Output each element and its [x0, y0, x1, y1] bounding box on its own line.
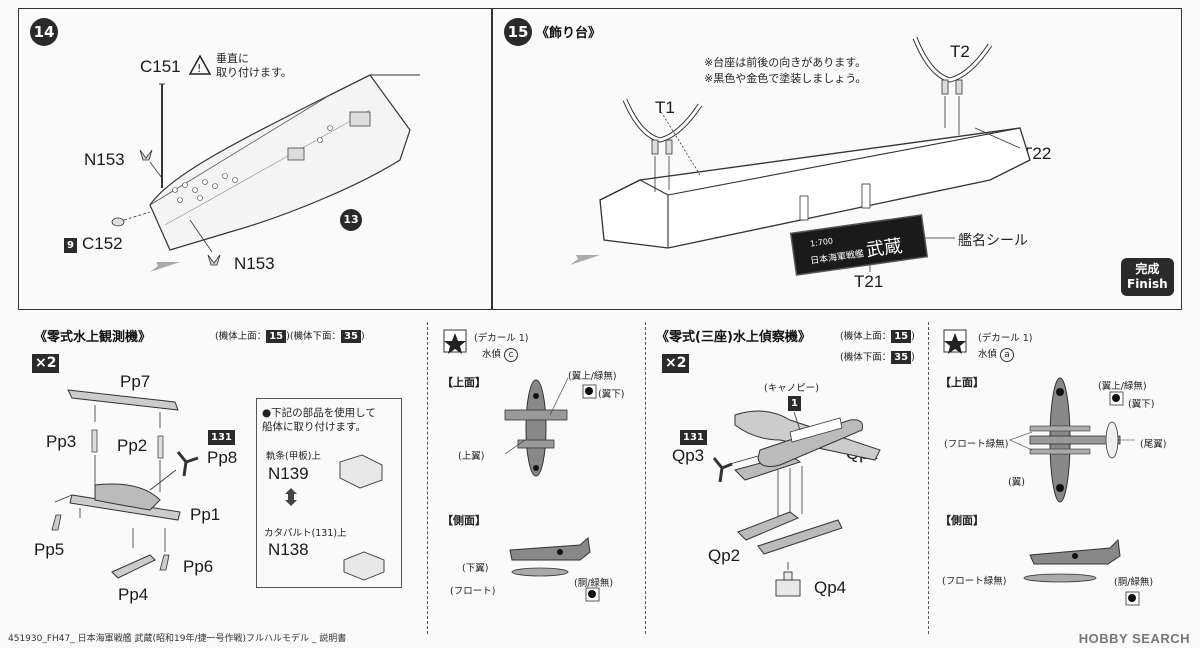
part-pp8-label: Pp8	[207, 448, 238, 467]
aircraft1-label-float: (フロート)	[450, 586, 496, 597]
color-15-badge: 15	[266, 330, 287, 343]
finish-en: Finish	[1127, 277, 1168, 291]
color-35-badge-2: 35	[891, 351, 912, 364]
part-t1-label: T1	[655, 98, 675, 117]
part-pp6-label: Pp6	[183, 557, 214, 576]
catapult-label: カタパルト(131)上	[264, 528, 347, 539]
part-t21-label: T21	[854, 272, 884, 291]
aircraft1-qty: ×2	[32, 354, 60, 373]
aircraft2-label-tail: (尾翼)	[1140, 439, 1167, 450]
divider-2	[645, 322, 646, 634]
ref-9-badge: 9	[64, 238, 77, 253]
nameplate-name: 武蔵	[864, 235, 904, 261]
step-14-panel	[18, 8, 492, 310]
aircraft1-color-ref-c: )	[360, 331, 365, 342]
aircraft1-decal-sub-text: 水偵	[482, 349, 502, 360]
aircraft1-color-ref-b: )(機体下面：	[286, 331, 342, 342]
aircraft1-label-wing-bottom: (翼下)	[598, 389, 625, 400]
part-qp1-label: Qp1	[846, 444, 879, 463]
part-t22-label: T22	[1022, 144, 1052, 163]
aircraft2-decal-header: (デカール 1)	[978, 333, 1033, 344]
divider-1	[427, 322, 428, 634]
aircraft2-color-ref-top-end: )	[911, 331, 915, 342]
aircraft2-color-ref-bottom-end: )	[911, 352, 915, 363]
aircraft1-label-upper-wing: (上翼)	[458, 451, 485, 462]
aircraft1-decal-code: c	[504, 348, 519, 362]
finish-badge: 完成 Finish	[1121, 258, 1174, 296]
aircraft1-title: 《零式水上観測機》	[34, 330, 152, 345]
aircraft1-label-lower-wing: (下翼)	[462, 563, 489, 574]
stand-note-1: ※台座は前後の向きがあります。	[704, 56, 867, 69]
part-pp3-label: Pp3	[46, 432, 77, 451]
canopy-label: (キャノピー)	[764, 383, 819, 394]
canopy-ref-badge: 1	[788, 396, 801, 411]
part-qp3-label: Qp3	[672, 446, 705, 465]
part-n153-top-label: N153	[84, 150, 125, 169]
stand-note-2: ※黒色や金色で塗装しましょう。	[704, 72, 867, 85]
part-c151-label: C151	[140, 57, 181, 76]
catapult-part: N138	[268, 540, 309, 559]
aircraft2-title: 《零式(三座)水上偵察機》	[656, 330, 811, 345]
step-15-title: 《飾り台》	[536, 26, 602, 41]
aircraft2-label-wing-top: (翼上/緑無)	[1098, 381, 1147, 392]
aircraft2-color-ref-top-label: (機体上面：	[840, 331, 892, 342]
part-pp7-label: Pp7	[120, 372, 151, 391]
ref-131-badge-2: 131	[680, 430, 707, 445]
part-n153-bottom-label: N153	[234, 254, 275, 273]
color-35-badge: 35	[341, 330, 361, 343]
aircraft2-label-wing-bottom: (翼下)	[1128, 399, 1155, 410]
ref-131-badge: 131	[208, 430, 235, 445]
aircraft1-decal-sub: 水偵 c	[482, 346, 519, 362]
c151-note: 垂直に 取り付けます。	[216, 52, 292, 79]
divider-3	[928, 322, 929, 634]
aircraft2-color-ref-top: (機体上面：15)	[840, 328, 915, 343]
nameplate-label: 艦名シール	[958, 233, 1028, 249]
part-qp4-label: Qp4	[814, 578, 847, 597]
aircraft1-label-wing-top: (翼上/緑無)	[568, 371, 617, 382]
aircraft2-qty: ×2	[662, 354, 690, 373]
step-15-panel	[492, 8, 1182, 310]
part-qp2-label: Qp2	[708, 546, 741, 565]
step-14-badge: 14	[30, 18, 58, 46]
aircraft1-top-view: 【上面】	[442, 376, 486, 389]
rail-label: 軌条(甲板)上	[266, 451, 321, 462]
aircraft2-label-float-side: (フロート緑無)	[942, 576, 1007, 587]
aircraft2-top-view: 【上面】	[940, 376, 984, 389]
part-t2-label: T2	[950, 42, 970, 61]
aircraft1-color-ref: (機体上面：15)(機体下面：35)	[215, 328, 365, 343]
aircraft2-decal-sub-text: 水偵	[978, 349, 998, 360]
aircraft2-color-ref-bottom: (機体下面：35)	[840, 349, 915, 364]
part-pp5-label: Pp5	[34, 540, 65, 559]
part-c152-label: C152	[82, 234, 123, 253]
aircraft2-label-fuselage: (胴/緑無)	[1114, 577, 1154, 588]
rail-part: N139	[268, 464, 309, 483]
ref-13-badge: 13	[340, 209, 362, 231]
aircraft1-label-fuselage: (胴/緑無)	[574, 578, 614, 589]
aircraft2-side-view: 【側面】	[940, 514, 984, 527]
aircraft2-label-wing: (翼)	[1008, 477, 1025, 488]
aircraft2-color-ref-bottom-label: (機体下面：	[840, 352, 892, 363]
part-pp2-label: Pp2	[117, 436, 148, 455]
part-pp4-label: Pp4	[118, 585, 149, 604]
aircraft1-color-ref-a: (機体上面：	[215, 331, 267, 342]
finish-jp: 完成	[1135, 262, 1160, 276]
aircraft2-decal-sub: 水偵 a	[978, 346, 1015, 362]
aircraft2-label-float: (フロート緑無)	[944, 439, 1009, 450]
aircraft1-decal-header: (デカール 1)	[474, 333, 529, 344]
aircraft2-decal-code: a	[1000, 348, 1015, 362]
color-15-badge-2: 15	[891, 330, 912, 343]
footer-text: 451930_FH47_ 日本海軍戦艦 武蔵(昭和19年/捷一号作戦)フルハルモ…	[8, 634, 347, 644]
aircraft1-side-view: 【側面】	[442, 514, 486, 527]
mount-note-text: ●下記の部品を使用して 船体に取り付けます。	[262, 407, 376, 433]
step-15-badge: 15	[504, 18, 532, 46]
watermark: HOBBY SEARCH	[1078, 631, 1190, 646]
part-pp1-label: Pp1	[190, 505, 221, 524]
